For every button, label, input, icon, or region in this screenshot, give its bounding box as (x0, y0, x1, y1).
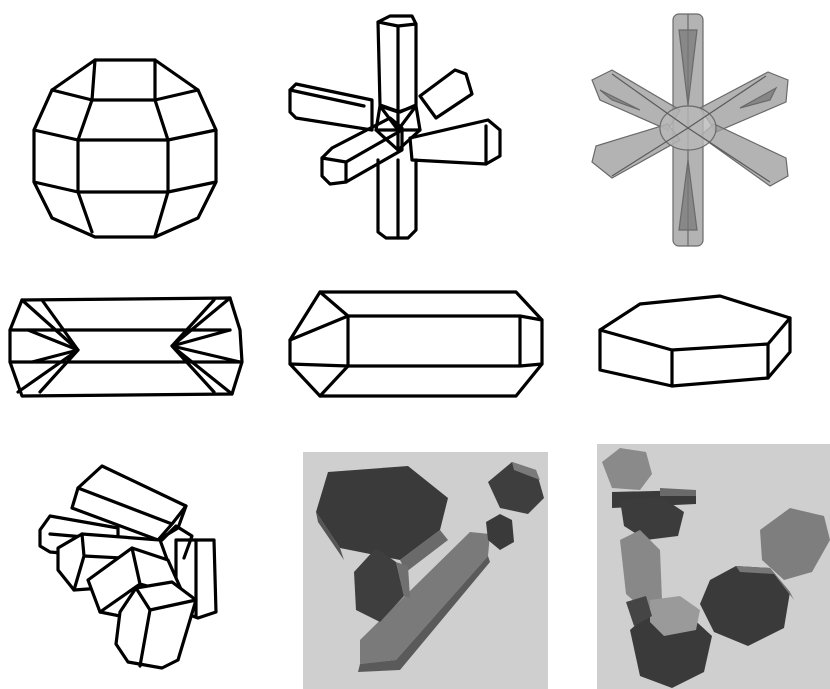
hexagonal-column-icon (290, 292, 542, 396)
hollow-column-icon (10, 298, 242, 396)
six-arm-rosette-shaded-icon (592, 14, 788, 246)
six-arm-rosette-wireframe-icon (290, 16, 500, 238)
column-aggregate-icon (40, 466, 216, 668)
hexagonal-plate-icon (600, 296, 790, 386)
rounded-polyhedron-icon (34, 60, 216, 237)
plate-aggregate-render-2 (597, 444, 830, 689)
plate-aggregate-render-1 (303, 452, 548, 689)
